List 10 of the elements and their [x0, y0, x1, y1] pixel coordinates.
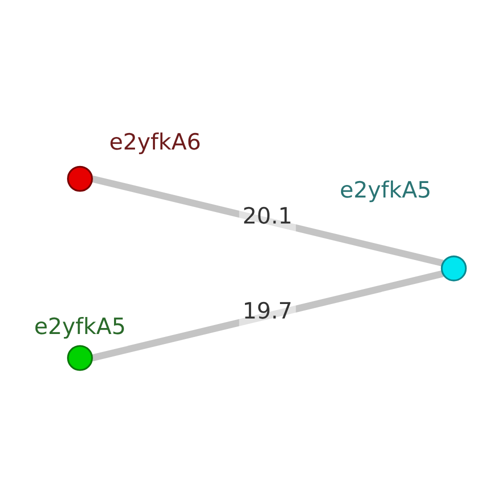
connector-line: [91, 175, 444, 267]
connector-line: [91, 270, 444, 362]
circle-node: [67, 345, 93, 371]
circle-node: [440, 255, 467, 282]
edge-label: 19.7: [242, 298, 292, 324]
circle-node: [67, 166, 93, 192]
edge-label: 20.1: [242, 204, 292, 230]
node-label: e2yfkA5: [340, 178, 432, 204]
node-label: e2yfkA5: [34, 314, 126, 340]
node-label: e2yfkA6: [109, 130, 201, 156]
